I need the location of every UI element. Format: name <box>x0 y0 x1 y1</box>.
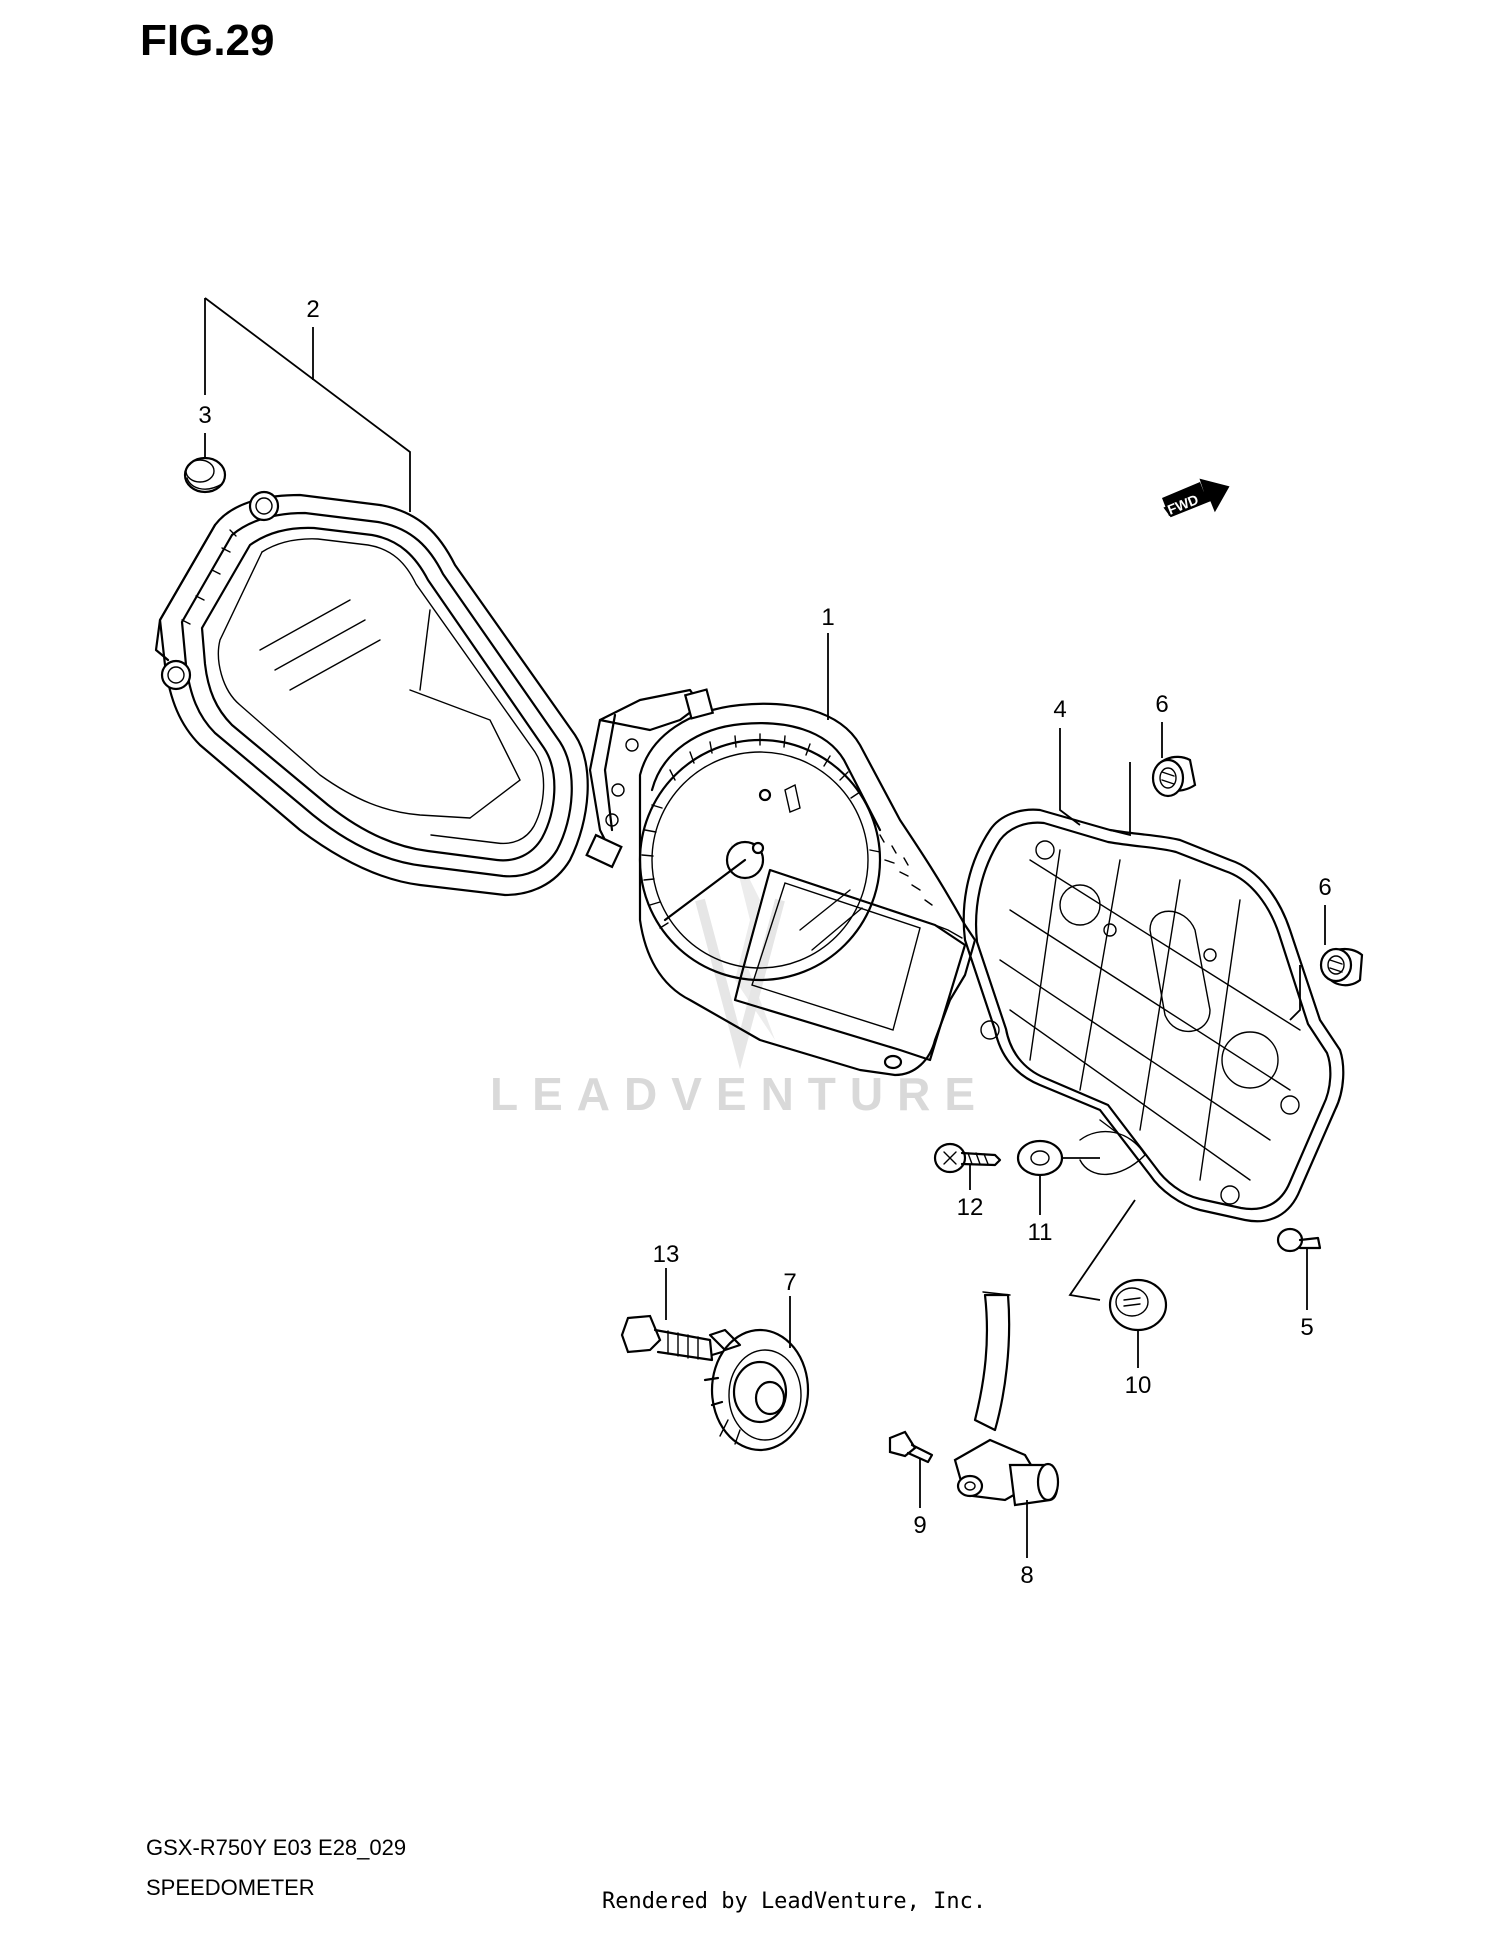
part-screw-9 <box>933 1142 1002 1174</box>
watermark-logo <box>695 840 785 1070</box>
callout-11: 8 <box>1020 1562 1033 1589</box>
watermark-text: LEADVENTURE <box>490 1068 989 1120</box>
callout-5: 5 <box>1300 1314 1313 1341</box>
part-meter-assembly <box>585 688 977 1077</box>
callout-2: 2 <box>306 296 319 323</box>
fwd-arrow-icon: FWD <box>1162 478 1230 518</box>
part-meter-case <box>154 490 589 897</box>
callout-10: 7 <box>783 1269 796 1296</box>
model-code: GSX-R750Y E03 E28_029 <box>146 1835 406 1860</box>
part-gear-box <box>703 1328 810 1452</box>
leader-lines <box>204 297 1326 1558</box>
part-screw-5 <box>1276 1227 1322 1253</box>
callout-7: 10 <box>1125 1372 1152 1399</box>
callout-numbers: 2 3 1 4 6 6 12 11 5 10 13 7 9 8 <box>198 296 1331 1589</box>
callout-4: 4 <box>1053 696 1066 723</box>
part-meter-cover <box>962 808 1345 1223</box>
part-washer-8 <box>1016 1139 1064 1177</box>
callout-13: 13 <box>653 1241 680 1268</box>
part-grommet-3 <box>183 456 227 494</box>
rendered-by: Rendered by LeadVenture, Inc. <box>602 1889 986 1914</box>
part-grommet-7 <box>1108 1278 1168 1332</box>
part-bolt-13 <box>620 1314 714 1362</box>
callout-9: 12 <box>957 1194 984 1221</box>
callout-6-upper: 6 <box>1155 691 1168 718</box>
callout-1: 1 <box>821 604 834 631</box>
callout-3: 3 <box>198 402 211 429</box>
part-bolt-12 <box>888 1430 934 1464</box>
part-speed-sensor <box>953 1291 1060 1507</box>
part-grommet-6-right <box>1319 947 1364 987</box>
part-grommet-6-upper <box>1151 755 1197 798</box>
assembly-name: SPEEDOMETER <box>146 1875 315 1900</box>
callout-8: 11 <box>1028 1219 1053 1246</box>
callout-6-right: 6 <box>1318 874 1331 901</box>
callout-12: 9 <box>913 1512 926 1539</box>
figure-title: FIG.29 <box>140 16 275 65</box>
